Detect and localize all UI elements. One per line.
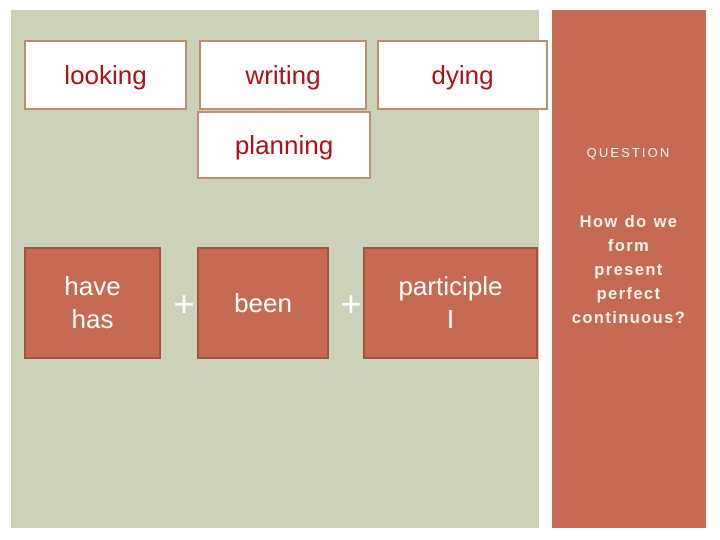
question-text-line: perfect [596,285,662,303]
formula-box-label: been [234,287,292,318]
formula-box-label-line: have [64,271,121,301]
formula-box-been[interactable]: been [197,247,329,359]
formula-box-label-line: I [446,304,455,334]
content-panel: looking writing dying planning have has … [11,10,548,528]
word-box-label: planning [234,130,334,160]
question-text-line: present [594,261,664,279]
plus-operator-1: + [173,283,195,324]
question-text: How do we form present perfect continuou… [556,210,702,330]
question-text-line: How do we [579,213,679,231]
formula-box-label: have has [64,270,120,336]
question-text-line: form [607,237,651,255]
word-box-label: looking [64,60,147,90]
formula-box-participle[interactable]: participle I [363,247,538,359]
word-box-label: dying [431,60,494,90]
formula-box-label: participle I [398,270,502,336]
question-panel: QUESTION How do we form present perfect … [552,10,706,528]
word-box-label: writing [245,60,321,90]
word-box-writing[interactable]: writing [199,40,367,110]
formula-box-have-has[interactable]: have has [24,247,161,359]
plus-operator-2: + [340,283,362,324]
word-box-looking[interactable]: looking [24,40,187,110]
question-text-line: continuous? [571,309,687,327]
word-box-dying[interactable]: dying [377,40,548,110]
formula-box-label-line: participle [398,271,503,301]
word-box-planning[interactable]: planning [197,111,371,179]
question-section-label: QUESTION [586,145,672,160]
formula-box-label-line: has [71,304,114,334]
